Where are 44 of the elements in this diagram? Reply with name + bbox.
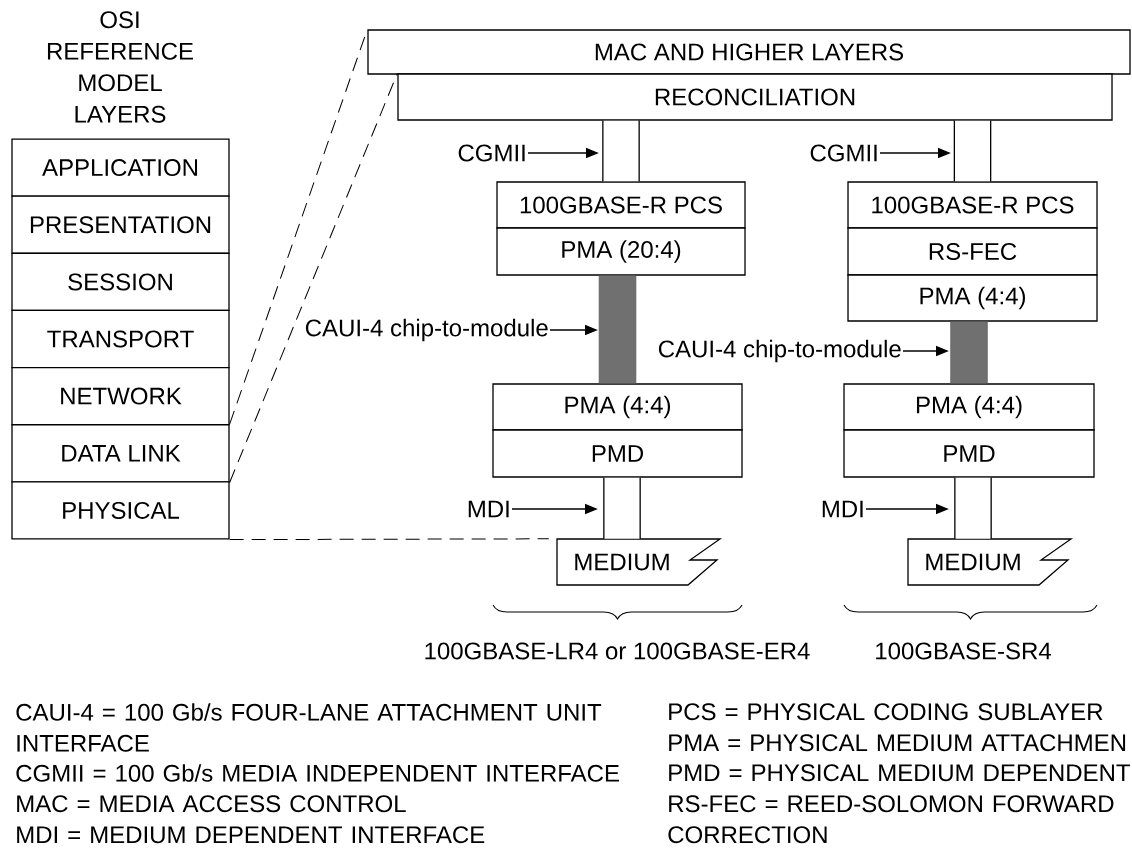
- interface-label: MDI: [468, 500, 509, 518]
- definition-text: MAC = MEDIA ACCESS CONTROL: [17, 795, 406, 813]
- layer-box: SESSION: [11, 252, 230, 312]
- layer-box: PMA (20:4): [496, 227, 746, 276]
- interface-channel: [602, 120, 640, 182]
- brace-label: 100GBASE-SR4: [876, 642, 1051, 660]
- layer-box: 100GBASE-R PCS: [496, 181, 746, 229]
- layer-box: APPLICATION: [11, 138, 230, 197]
- definition-text: PCS = PHYSICAL CODING SUBLAYER: [669, 703, 1103, 721]
- interface-label: CAUI-4 chip-to-module: [658, 339, 901, 363]
- definition-text: CAUI-4 = 100 Gb/s FOUR-LANE ATTACHMENT UNIT INTERFACE: [16, 703, 602, 752]
- layer-box: PMD: [492, 429, 743, 478]
- definition-text: MDI = MEDIUM DEPENDENT INTERFACE: [17, 826, 485, 844]
- layer-box: PRESENTATION: [11, 195, 230, 254]
- layer-box: PMA (4:4): [492, 383, 743, 431]
- definition-text: PMA = PHYSICAL MEDIUM ATTACHMEN: [669, 734, 1126, 752]
- medium-box: MEDIUM: [556, 538, 723, 586]
- layer-box: NETWORK: [11, 366, 230, 426]
- layer-box: RS-FEC: [847, 227, 1098, 276]
- interface-channel: [603, 477, 641, 539]
- dashed-line: [229, 538, 550, 541]
- interface-channel: [953, 120, 992, 182]
- layer-box: TRANSPORT: [11, 309, 230, 369]
- layer-box: PMA (4:4): [847, 274, 1098, 322]
- definition-text: RS-FEC = REED-SOLOMON FORWARD CORRECTION: [668, 795, 1114, 844]
- interface-label: CGMII: [810, 144, 877, 162]
- interface-channel: [954, 477, 992, 539]
- layer-box: RECONCILIATION: [397, 73, 1113, 121]
- layer-box: 100GBASE-R PCS: [847, 181, 1098, 229]
- definition-text: PMD = PHYSICAL MEDIUM DEPENDENT: [669, 764, 1130, 782]
- medium-box: MEDIUM: [907, 538, 1074, 586]
- interface-label: CGMII: [458, 144, 525, 162]
- interface-bar: [598, 275, 637, 384]
- layer-box: PHYSICAL: [11, 481, 230, 540]
- layer-box: DATA LINK: [11, 424, 230, 483]
- layer-box: PMA (4:4): [843, 383, 1095, 431]
- definition-text: CGMII = 100 Gb/s MEDIA INDEPENDENT INTERFACE: [16, 764, 619, 782]
- interface-label: CAUI-4 chip-to-module: [305, 318, 548, 342]
- layer-box: MAC AND HIGHER LAYERS: [367, 29, 1131, 75]
- brace-label: 100GBASE-LR4 or 100GBASE-ER4: [425, 642, 810, 660]
- interface-bar: [950, 321, 988, 384]
- interface-label: MDI: [822, 500, 863, 518]
- dashed-line: [229, 28, 368, 425]
- layer-box: PMD: [843, 429, 1095, 478]
